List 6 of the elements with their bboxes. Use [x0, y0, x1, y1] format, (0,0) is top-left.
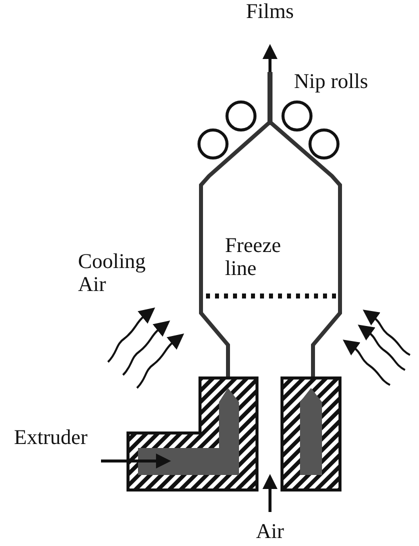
part-label: Nip rolls	[294, 70, 370, 93]
part-label: Films	[246, 0, 295, 23]
part-label: Air	[256, 520, 285, 543]
part-label: Extruder	[14, 426, 88, 449]
part-label: Cooling Air	[78, 250, 147, 296]
part-label: Freeze line	[225, 234, 282, 280]
